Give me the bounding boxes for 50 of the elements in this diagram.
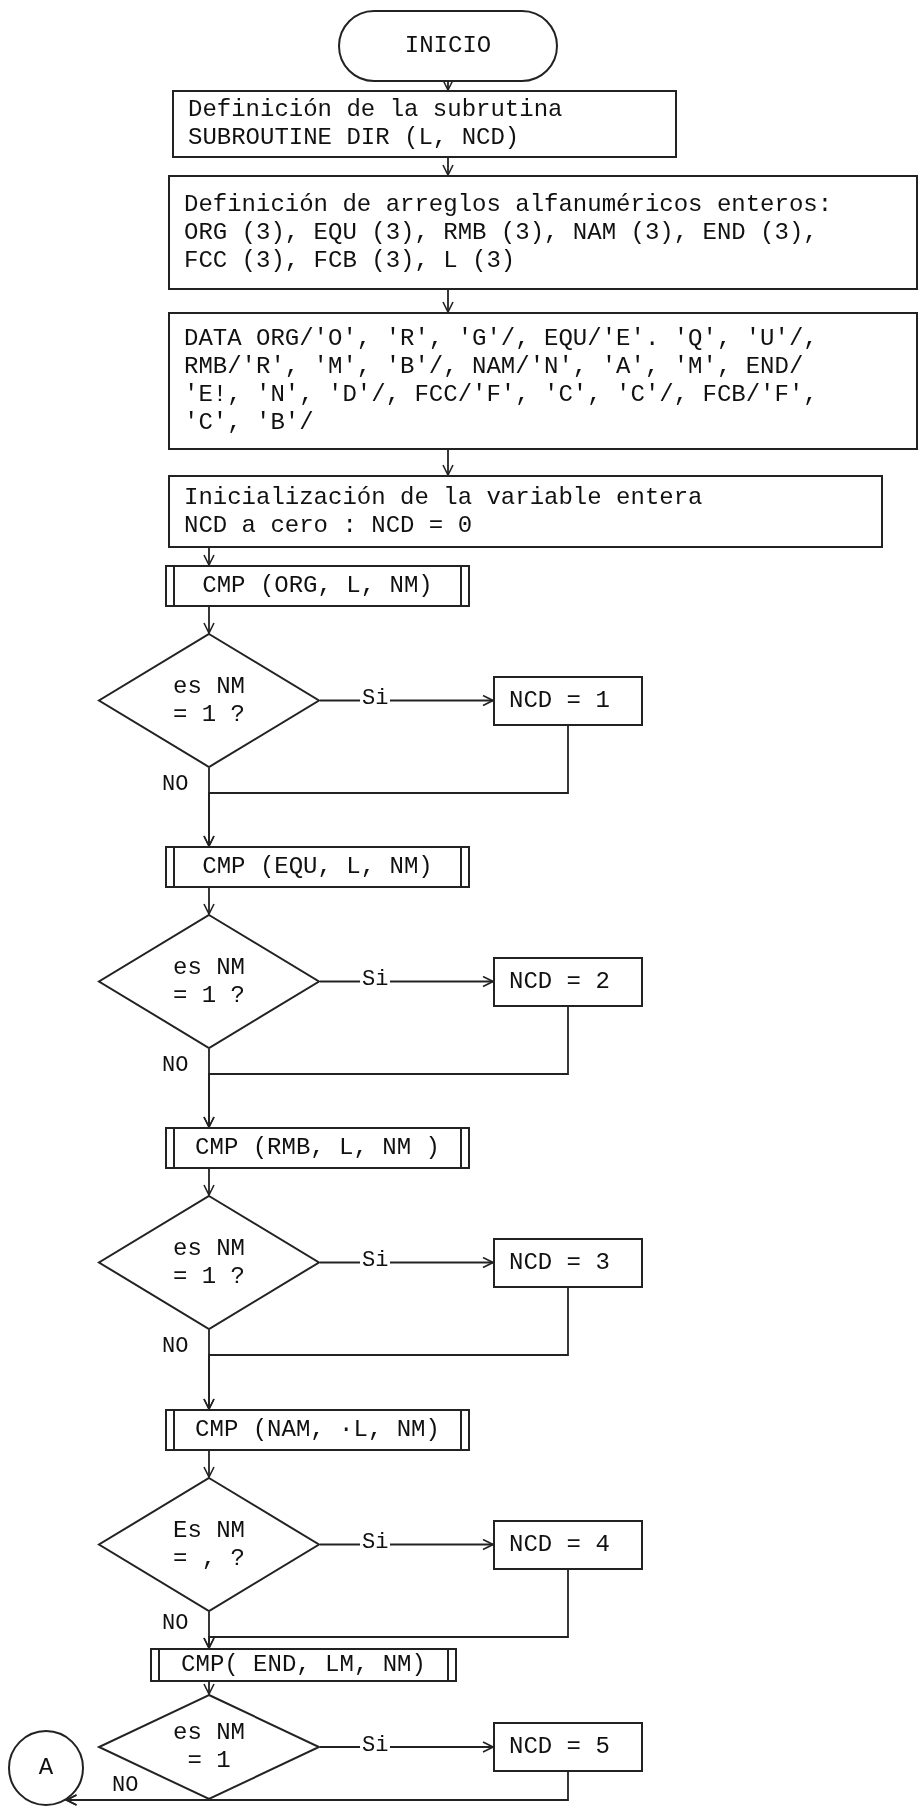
arrow <box>203 606 215 634</box>
arrow <box>442 449 454 476</box>
node-text: CMP (NAM, ·L, NM) <box>195 1416 440 1444</box>
process-box <box>493 676 643 726</box>
subroutine-box <box>165 565 470 607</box>
subroutine-box <box>165 1409 470 1451</box>
decision-text: Es NM = , ? <box>172 1516 246 1573</box>
process-box <box>493 1722 643 1772</box>
decision-text: es NM = 1 ? <box>172 672 246 729</box>
arrow <box>203 887 215 915</box>
node-text: NCD = 3 <box>509 1249 610 1277</box>
node-text: NCD = 5 <box>509 1733 610 1761</box>
process-box <box>493 957 643 1007</box>
arrow <box>65 1771 569 1806</box>
decision-text: es NM = 1 ? <box>172 1234 246 1291</box>
arrow <box>442 289 454 313</box>
node-text: Definición de la subrutina SUBROUTINE DIR (L, NCD) <box>188 96 564 152</box>
node-text: CMP (ORG, L, NM) <box>202 572 433 600</box>
arrow <box>203 1450 215 1478</box>
subroutine-box <box>165 1127 470 1169</box>
arrow <box>203 547 215 566</box>
node-text: NCD = 2 <box>509 968 610 996</box>
node-text: Definición de arreglos alfanuméricos enteros: ORG (3), EQU (3), RMB (3), NAM (3), END (3), FCC (3), FCB (3), L (3) <box>184 190 834 275</box>
node-text: INICIO <box>404 32 492 60</box>
node-text: CMP (EQU, L, NM) <box>202 853 433 881</box>
process-box <box>172 90 677 158</box>
arrow <box>442 79 454 91</box>
process-box <box>168 312 918 450</box>
node-text: DATA ORG/'O', 'R', 'G'/, EQU/'E'. 'Q', 'U'/, RMB/'R', 'M', 'B'/, NAM/'N', 'A', 'M', END/ 'E!, 'N', 'D'/, FCC/'F', 'C', 'C'/, FCB/'F', 'C', 'B'/ <box>184 325 819 437</box>
node-text: CMP (RMB, L, NM ) <box>195 1134 440 1162</box>
node-text: NCD = 1 <box>509 687 610 715</box>
node-text: Inicialización de la variable entera NCD a cero : NCD = 0 <box>184 483 704 540</box>
process-box <box>168 475 883 548</box>
subroutine-box <box>165 846 470 888</box>
process-box <box>168 175 918 290</box>
arrow <box>203 1006 569 1128</box>
arrow <box>442 157 454 176</box>
node-text: A <box>38 1754 54 1782</box>
subroutine-box <box>150 1648 457 1682</box>
decision-text: es NM = 1 ? <box>172 953 246 1010</box>
process-box <box>493 1238 643 1288</box>
arrow <box>203 1681 215 1695</box>
arrow <box>203 1569 569 1649</box>
node-text: NCD = 4 <box>509 1531 610 1559</box>
decision-text: es NM = 1 <box>172 1719 246 1775</box>
arrow <box>203 1287 569 1410</box>
process-box <box>493 1520 643 1570</box>
arrow <box>203 1168 215 1196</box>
arrow <box>203 725 569 847</box>
node-text: CMP( END, LM, NM) <box>181 1651 426 1679</box>
